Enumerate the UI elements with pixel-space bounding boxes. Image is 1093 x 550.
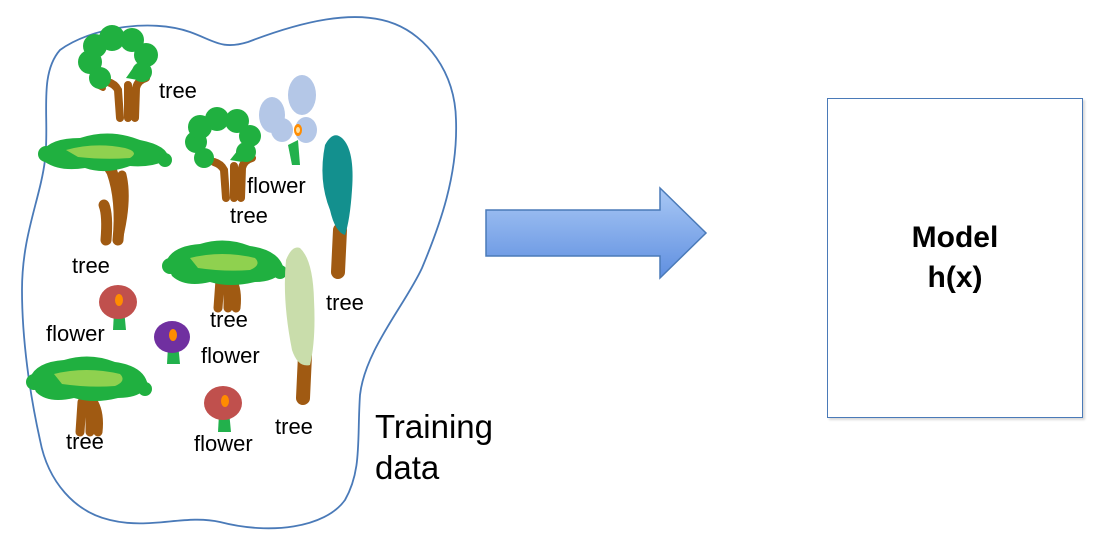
item-label: tree bbox=[210, 307, 248, 332]
tree-icon bbox=[38, 133, 172, 246]
right-arrow-icon bbox=[485, 186, 708, 280]
item-label: flower bbox=[201, 343, 260, 368]
model-function: h(x) bbox=[927, 261, 983, 294]
flower-icon bbox=[259, 75, 317, 165]
tree-icon bbox=[322, 135, 353, 279]
item-label: tree bbox=[326, 290, 364, 315]
training-data-label: Training data bbox=[375, 406, 493, 488]
tree-icon bbox=[185, 107, 261, 202]
flower-icon bbox=[204, 386, 242, 432]
flower-icon bbox=[154, 321, 190, 364]
flower-icon bbox=[99, 285, 137, 330]
item-label: flower bbox=[194, 431, 253, 456]
model-box: Model h(x) bbox=[827, 98, 1083, 418]
training-data-label-line1: Training bbox=[375, 408, 493, 445]
item-label: flower bbox=[247, 173, 306, 198]
training-data-label-line2: data bbox=[375, 449, 440, 486]
tree-icon bbox=[284, 247, 315, 405]
item-label: tree bbox=[230, 203, 268, 228]
tree-icon bbox=[26, 356, 152, 437]
item-label: tree bbox=[66, 429, 104, 454]
item-label: flower bbox=[46, 321, 105, 346]
tree-icon bbox=[78, 25, 158, 122]
tree-icon bbox=[162, 240, 287, 313]
item-label: tree bbox=[72, 253, 110, 278]
item-label: tree bbox=[275, 414, 313, 439]
model-title: Model bbox=[911, 221, 999, 254]
training-data-boundary bbox=[21, 16, 458, 530]
item-label: tree bbox=[159, 78, 197, 103]
